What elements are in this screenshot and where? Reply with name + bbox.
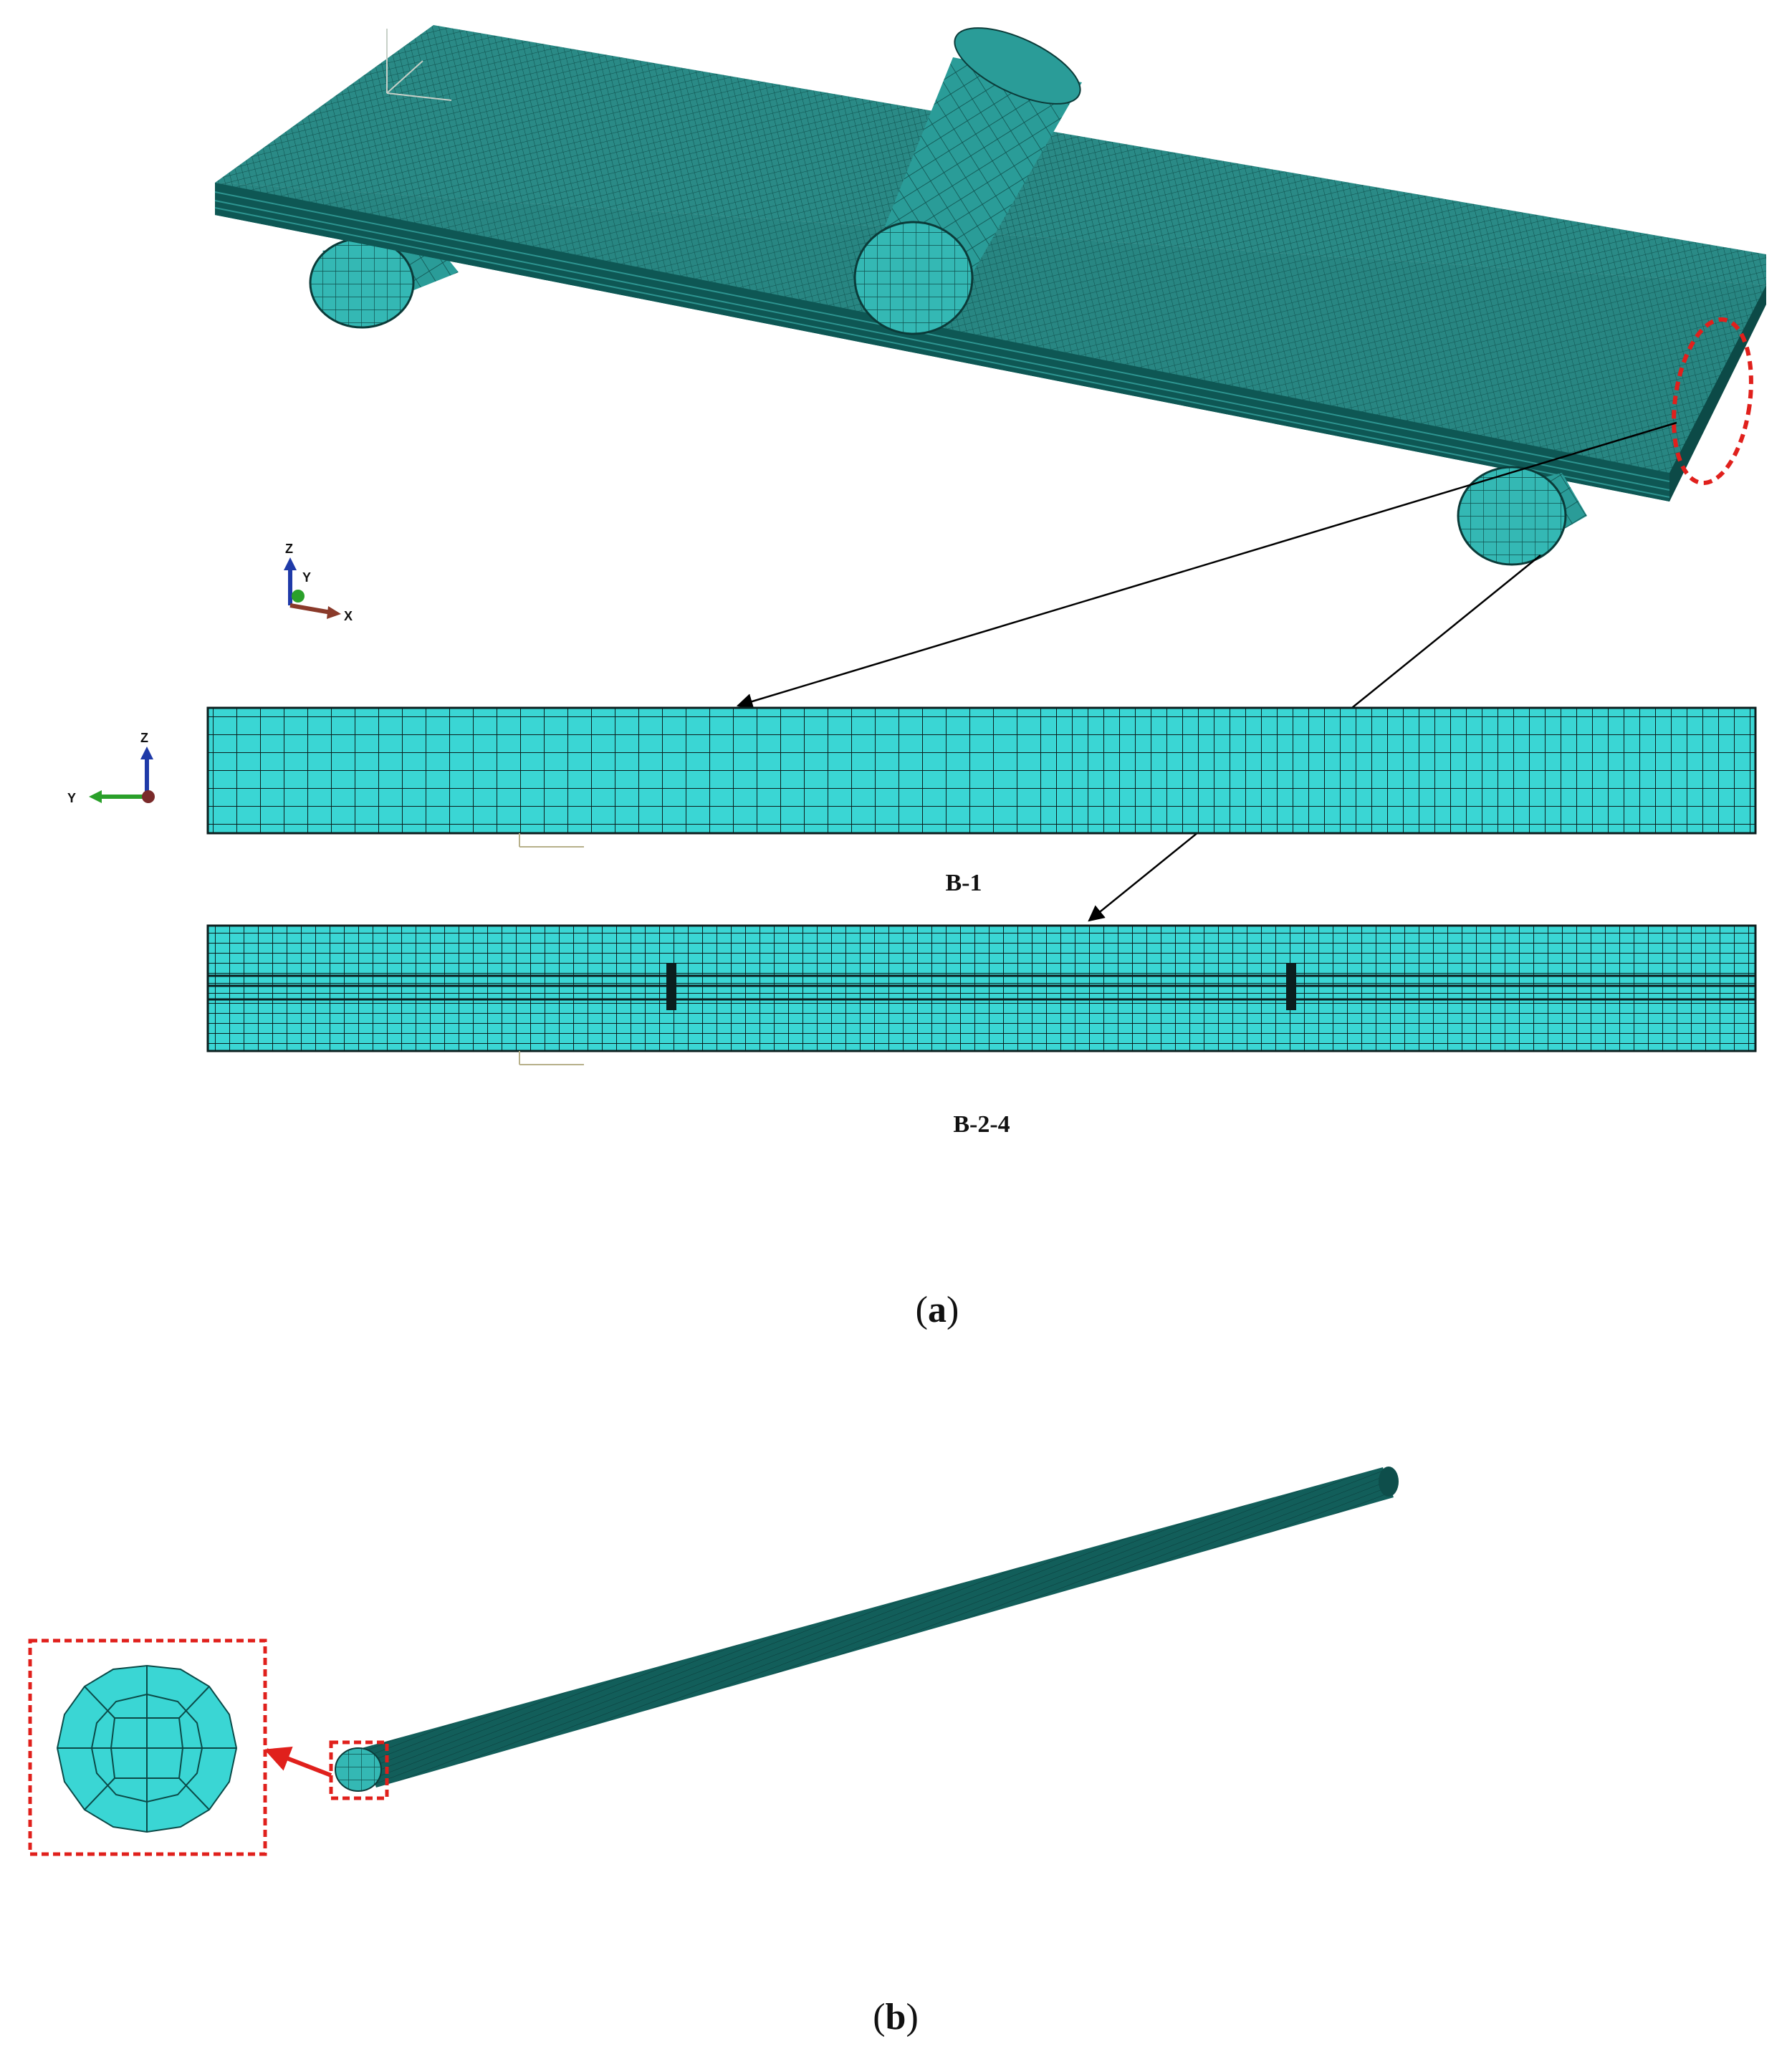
section-label-b1: B-1 xyxy=(946,870,982,896)
pointer-arrow-b1 xyxy=(736,421,1677,709)
triad2d-z-label: Z xyxy=(140,731,148,745)
triad2d-y-label: Y xyxy=(67,791,76,805)
section-b1-mesh xyxy=(206,706,1757,848)
caption-b: (b) xyxy=(873,1997,919,2038)
loading-roller xyxy=(853,27,1082,335)
zoom-pointer-arrow xyxy=(264,1746,332,1777)
rebar-end-face xyxy=(335,1747,382,1792)
axis-triad-2d-icon: Z Y xyxy=(67,731,155,805)
triad3d-x-label: X xyxy=(344,609,353,623)
section-label-b24: B-2-4 xyxy=(953,1111,1010,1138)
right-support-roller xyxy=(1457,466,1587,566)
rebar-end-highlight-box xyxy=(329,1740,389,1800)
triad3d-y-label: Y xyxy=(302,570,311,585)
rebar-model xyxy=(329,1467,1399,1800)
caption-b-letter: b xyxy=(886,1997,906,2038)
triad3d-z-label: Z xyxy=(285,542,293,556)
axis-triad-3d-icon: Z Y X xyxy=(284,542,353,623)
section-b24-mesh xyxy=(206,924,1757,1065)
zoom-box xyxy=(28,1638,267,1856)
caption-a: (a) xyxy=(916,1290,959,1330)
model-axis-triad-icon xyxy=(386,29,452,101)
panel-b: (b) xyxy=(28,1467,1399,2038)
caption-a-letter: a xyxy=(928,1290,947,1330)
callout-ellipse xyxy=(1672,317,1753,486)
beam-3d-model xyxy=(214,25,1766,566)
panel-a: Z Y X Z Y B-1 xyxy=(67,25,1766,1330)
rebar-cross-section-mesh xyxy=(56,1664,238,1833)
